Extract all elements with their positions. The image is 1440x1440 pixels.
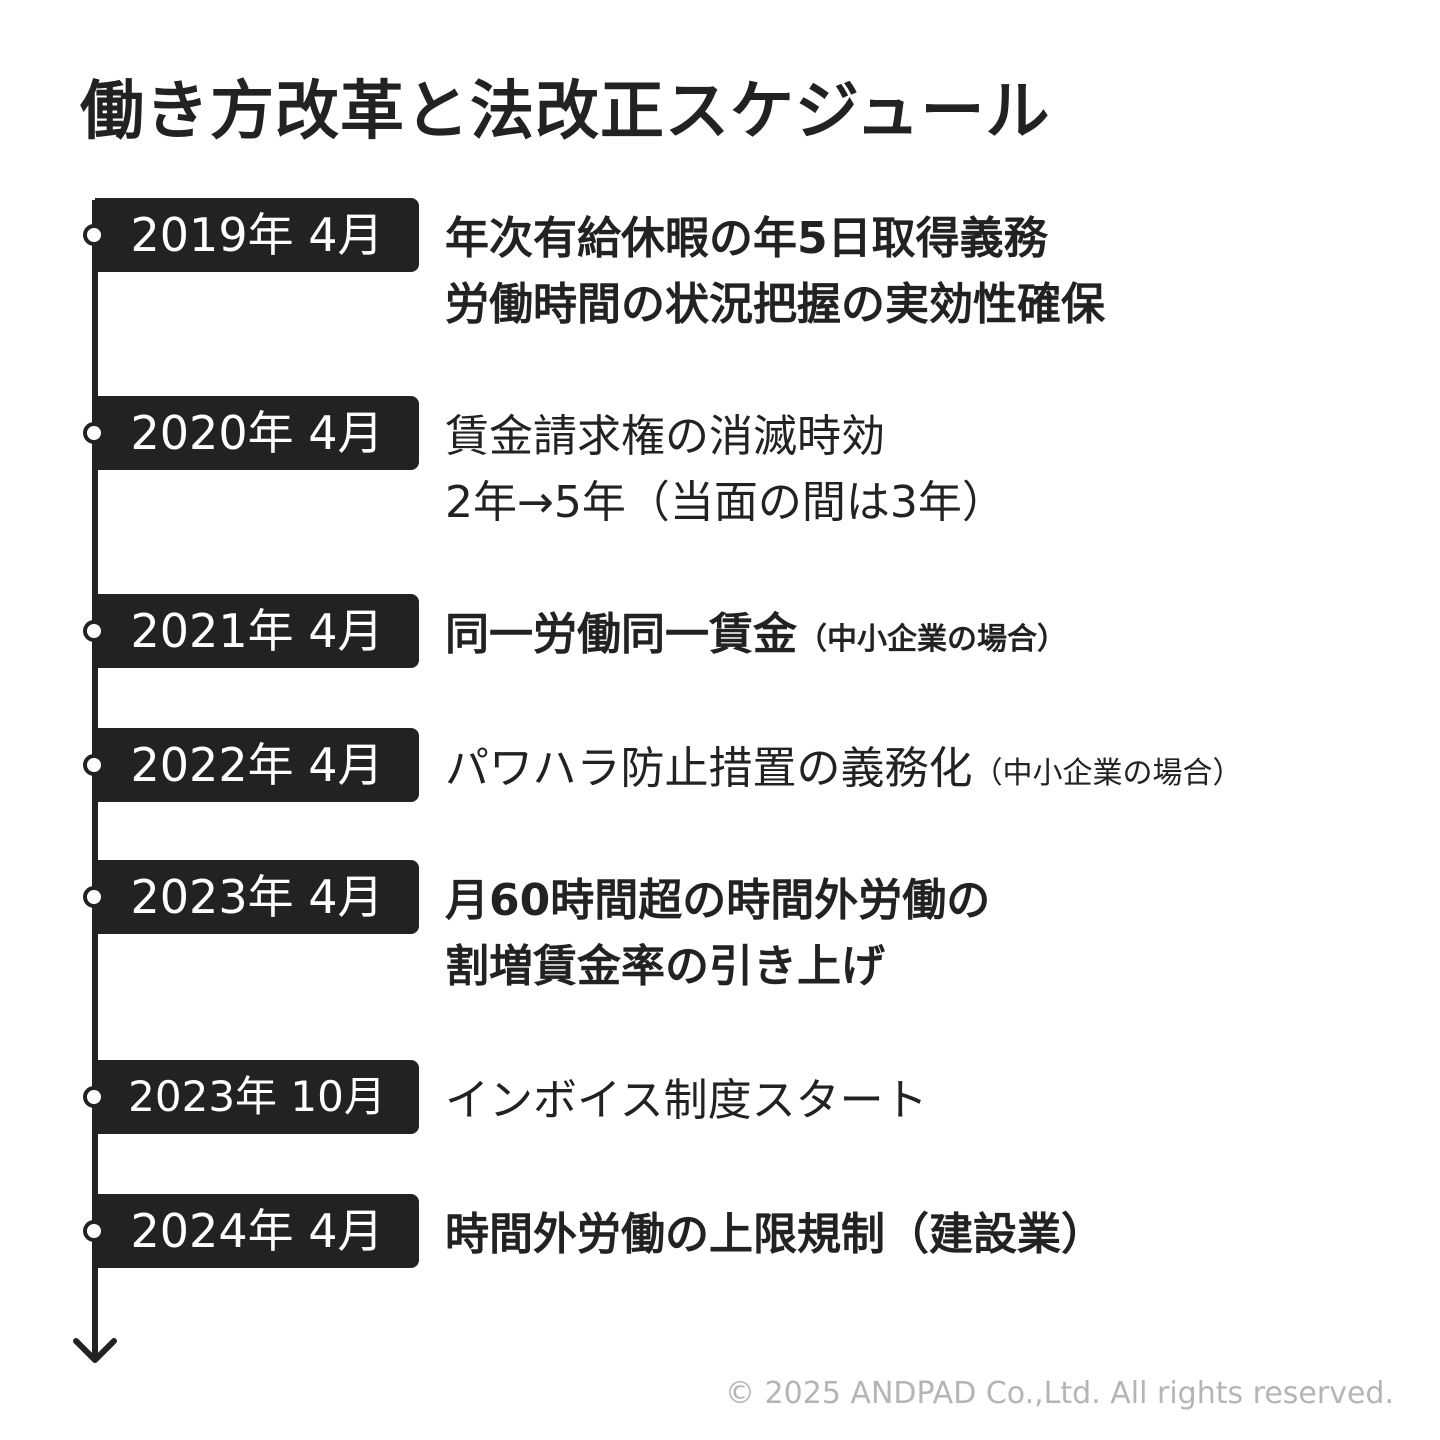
event-line: 年次有給休暇の年5日取得義務: [445, 213, 1048, 264]
circle-dot-icon: [83, 620, 105, 642]
event-description: 同一労働同一賃金（中小企業の場合）: [445, 602, 1067, 673]
event-line: 割増賃金率の引き上げ: [445, 941, 885, 992]
date-badge: 2020年 4月: [95, 396, 419, 470]
date-badge: 2023年 10月: [95, 1060, 419, 1134]
circle-dot-icon: [83, 1220, 105, 1242]
page-title: 働き方改革と法改正スケジュール: [80, 75, 1051, 149]
date-badge: 2024年 4月: [95, 1194, 419, 1268]
event-description: インボイス制度スタート: [445, 1068, 928, 1134]
event-line-text: パワハラ防止措置の義務化: [445, 743, 973, 794]
event-description: パワハラ防止措置の義務化（中小企業の場合）: [445, 736, 1243, 807]
circle-dot-icon: [83, 422, 105, 444]
date-badge: 2023年 4月: [95, 860, 419, 934]
circle-dot-icon: [83, 224, 105, 246]
circle-dot-icon: [83, 754, 105, 776]
date-badge: 2021年 4月: [95, 594, 419, 668]
circle-dot-icon: [83, 1086, 105, 1108]
event-line: インボイス制度スタート: [445, 1075, 928, 1126]
event-line: 労働時間の状況把握の実効性確保: [445, 279, 1105, 330]
arrow-down-icon: [73, 1310, 117, 1363]
event-description: 月60時間超の時間外労働の 割増賃金率の引き上げ: [445, 868, 990, 1000]
event-line: 月60時間超の時間外労働の: [445, 875, 991, 926]
event-line: 時間外労働の上限規制（建設業）: [445, 1209, 1105, 1260]
event-line: 同一労働同一賃金（中小企業の場合）: [445, 602, 1067, 673]
event-description: 年次有給休暇の年5日取得義務 労働時間の状況把握の実効性確保: [445, 206, 1105, 338]
event-note: （中小企業の場合）: [972, 756, 1243, 791]
event-line: 賃金請求権の消滅時効: [445, 411, 885, 462]
date-badge: 2019年 4月: [95, 198, 419, 272]
event-note: （中小企業の場合）: [797, 622, 1067, 657]
circle-dot-icon: [83, 886, 105, 908]
event-description: 賃金請求権の消滅時効 2年→5年（当面の間は3年）: [445, 404, 1006, 536]
event-line-text: 同一労働同一賃金: [445, 609, 797, 660]
event-line: 2年→5年（当面の間は3年）: [445, 477, 1006, 528]
event-description: 時間外労働の上限規制（建設業）: [445, 1202, 1105, 1268]
event-line: パワハラ防止措置の義務化（中小企業の場合）: [445, 736, 1243, 807]
date-badge: 2022年 4月: [95, 728, 419, 802]
copyright-notice: © 2025 ANDPAD Co.,Ltd. All rights reserv…: [725, 1376, 1394, 1411]
